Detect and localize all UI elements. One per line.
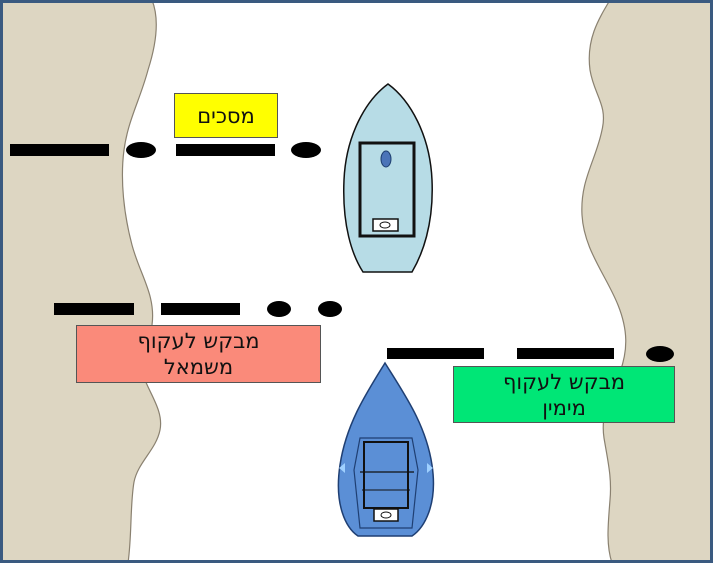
long-blast [176, 144, 275, 156]
signal-row-left [54, 301, 342, 317]
short-blast [291, 142, 321, 158]
boat-bottom-side-light [339, 463, 345, 473]
label-right-line2: מימין [542, 395, 586, 420]
boat-bottom-hull [337, 361, 435, 537]
boat-bottom-cabin [363, 441, 409, 509]
label-left-line2: משמאל [163, 355, 234, 379]
long-blast [387, 348, 484, 359]
long-blast [161, 303, 240, 315]
long-blast [54, 303, 134, 315]
boat-bottom-icon [337, 361, 435, 537]
label-left-line1: מבקש לעקוף [137, 329, 260, 353]
boat-top-stern-fitting-detail [379, 221, 391, 229]
short-blast [646, 346, 674, 362]
boat-bottom-side-light [427, 463, 433, 473]
left-shore [0, 0, 162, 563]
label-request-overtake-right: מבקש לעקוף מימין [453, 366, 675, 423]
boat-bottom-stern-fitting [373, 508, 399, 522]
label-agree: מסכים [174, 93, 278, 138]
boat-top-cabin [358, 141, 416, 238]
boat-top-stern-fitting [372, 218, 399, 232]
boat-top-hull [342, 83, 433, 273]
label-right-line1: מבקש לעקוף [503, 369, 625, 394]
long-blast [10, 144, 109, 156]
boat-top-porthole [380, 150, 392, 168]
boat-top-icon [342, 83, 433, 273]
short-blast [126, 142, 156, 158]
label-request-overtake-left: מבקש לעקוף משמאל [76, 325, 321, 383]
signal-row-right [387, 346, 674, 362]
long-blast [517, 348, 614, 359]
short-blast [267, 301, 291, 317]
short-blast [318, 301, 342, 317]
label-agree-text: מסכים [197, 103, 255, 128]
boat-bottom-stern-fitting-detail [380, 511, 392, 519]
boat-bottom-deck [353, 437, 419, 529]
signal-row-agree [10, 142, 321, 158]
